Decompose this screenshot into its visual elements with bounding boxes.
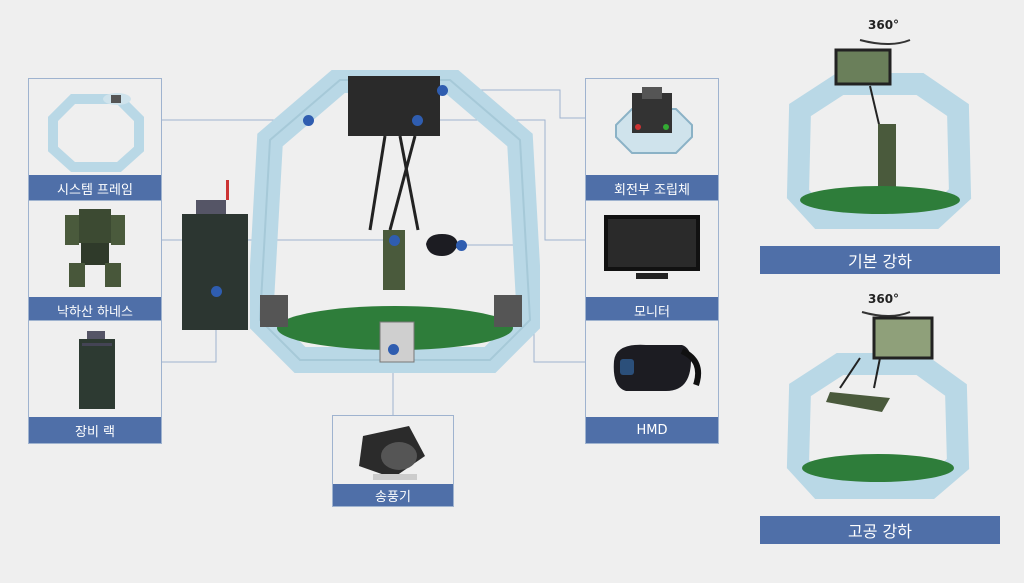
high-altitude-label: 고공 강하 — [760, 516, 1000, 544]
blower-label: 송풍기 — [333, 484, 453, 506]
parachute-harness-label: 낙하산 하네스 — [29, 297, 161, 323]
blower-image — [333, 416, 453, 484]
rotating-assembly-label: 회전부 조립체 — [586, 175, 718, 201]
equipment-rack-image — [29, 321, 161, 417]
monitor-image — [586, 201, 718, 297]
basic-descent-image — [786, 39, 972, 229]
rotation-label-top: 360° — [868, 18, 900, 32]
rack-dot — [211, 286, 222, 297]
basic-descent-label: 기본 강하 — [760, 246, 1000, 274]
blower-card: 송풍기 — [332, 415, 454, 507]
equipment-rack-card: 장비 랙 — [28, 320, 162, 444]
frame-dot — [303, 115, 314, 126]
rotating-assembly-card: 회전부 조립체 — [585, 78, 719, 202]
system-frame-card: 시스템 프레임 — [28, 78, 162, 202]
monitor-top-dot — [437, 85, 448, 96]
monitor-card: 모니터 — [585, 200, 719, 324]
rotating-assembly-image — [586, 79, 718, 175]
hmd-unit — [424, 232, 460, 258]
hmd-card: HMD — [585, 320, 719, 444]
hmd-image — [586, 321, 718, 417]
high-altitude-image — [786, 311, 970, 499]
system-frame-image — [29, 79, 161, 175]
high-altitude-panel: 360° — [770, 288, 990, 508]
parachute-harness-image — [29, 201, 161, 297]
hmd-dot — [456, 240, 467, 251]
assembly-dot — [412, 115, 423, 126]
main-simulator — [250, 70, 540, 380]
blower-dot — [388, 344, 399, 355]
system-frame-label: 시스템 프레임 — [29, 175, 161, 201]
equipment-rack-unit — [182, 180, 252, 332]
monitor-label: 모니터 — [586, 297, 718, 323]
harness-dot — [389, 235, 400, 246]
parachute-harness-card: 낙하산 하네스 — [28, 200, 162, 324]
equipment-rack-label: 장비 랙 — [29, 417, 161, 443]
hmd-label: HMD — [586, 417, 718, 443]
basic-descent-card: 기본 강하 — [760, 246, 1000, 274]
basic-descent-panel: 360° — [760, 14, 1000, 234]
rotation-label-bottom: 360° — [868, 292, 900, 306]
high-altitude-card: 고공 강하 — [760, 516, 1000, 544]
